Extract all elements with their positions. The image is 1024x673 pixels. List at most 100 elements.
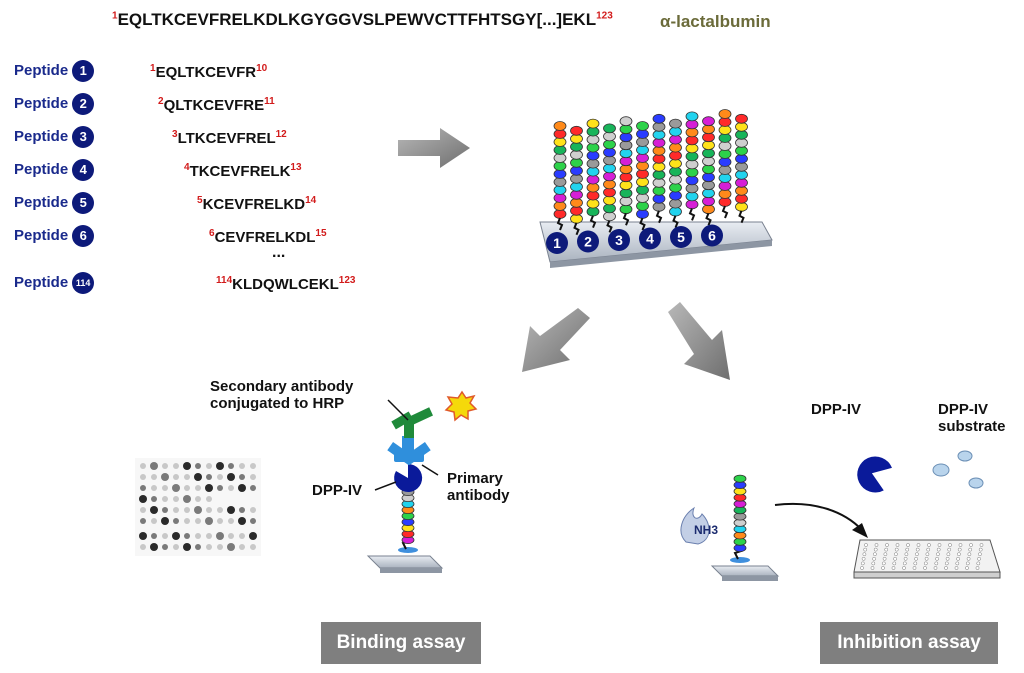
arrow-down-right-icon: [668, 302, 730, 380]
peptide-end-residue: 123: [338, 275, 356, 286]
peptide-word: Peptide: [14, 94, 69, 112]
peptide-sequence-text: KLDQWLCEKL: [232, 276, 339, 293]
array-columns: [553, 109, 748, 236]
peptide-column: [636, 121, 649, 231]
peptide-sequence-text: QLTKCEVFRE: [163, 97, 265, 114]
arrow-down-left-icon: [522, 308, 590, 372]
array-spot-badge: [608, 229, 630, 251]
array-spot-badge: [577, 230, 599, 253]
substrate-droplets-icon: [932, 450, 984, 489]
sequence-end: 123: [596, 10, 613, 22]
substrate-caption-line2: substrate: [938, 418, 1006, 435]
dppiv-binding-icon: [394, 463, 423, 492]
inhibition-assay-label: Inhibition assay: [820, 622, 998, 664]
peptide-number-badge: 3: [72, 126, 95, 148]
primary-caption-line1: Primary: [447, 470, 503, 487]
peptide-sequence-2: 2QLTKCEVFRE11: [158, 96, 275, 114]
peptide-start-residue: 6: [209, 228, 215, 239]
peptide-word: Peptide: [14, 160, 69, 178]
peptide-sequence-text: LTKCEVFREL: [177, 130, 276, 147]
array-spot-badge: [701, 224, 723, 247]
nh3-release-icon: [680, 506, 710, 545]
array-spot-badge: [546, 232, 568, 254]
substrate-caption-line1: DPP-IV: [938, 401, 989, 418]
peptide-sequence-4: 4TKCEVFRELK13: [184, 162, 302, 180]
peptide-ellipsis: ...: [272, 244, 286, 261]
peptide-start-residue: 2: [158, 96, 164, 107]
peptide-number-badge: 4: [72, 159, 95, 181]
array-spot-number: 5: [677, 229, 685, 245]
array-spot-badge: [639, 227, 661, 250]
primary-antibody-caption: Primary antibody: [447, 470, 510, 504]
array-spot-number: 6: [708, 228, 716, 244]
peptide-word: Peptide: [14, 127, 69, 145]
peptide-column: [570, 125, 583, 236]
peptide-start-residue: 4: [184, 162, 190, 173]
peptide-column: [553, 121, 567, 231]
full-sequence: 1EQLTKCEVFRELKDLKGYGGVSLPEWVCTTFHTSGY[..…: [112, 10, 613, 30]
peptide-sequence-3: 3LTKCEVFREL12: [172, 129, 287, 147]
peptide-column: [735, 113, 748, 224]
peptide-end-residue: 14: [305, 195, 317, 206]
array-spot-number: 2: [584, 234, 592, 250]
peptide-start-residue: 5: [197, 195, 203, 206]
peptide-sequence-text: EQLTKCEVFR: [155, 64, 257, 81]
dppiv-binding-label: DPP-IV: [312, 482, 363, 499]
nh3-label: NH3: [694, 523, 719, 537]
peptide-number-badge: 1: [72, 60, 95, 82]
blot-image: [135, 458, 261, 556]
array-spot-badge: [670, 226, 692, 248]
sequence-start: 1: [112, 10, 118, 22]
hrp-icon: [444, 390, 478, 422]
peptide-column: [603, 123, 616, 233]
dppiv-enzyme-icon: [857, 456, 892, 493]
curved-arrow-icon: [774, 502, 863, 531]
peptide-word: Peptide: [14, 226, 69, 244]
peptide-sequence-1: 1EQLTKCEVFR10: [150, 63, 267, 81]
peptide-number-badge: 114: [72, 272, 95, 294]
dppiv-inhibition-label: DPP-IV: [811, 401, 862, 418]
peptide-start-residue: 1: [150, 63, 156, 74]
peptide-start-residue: 3: [172, 129, 178, 140]
protein-name: α-lactalbumin: [660, 12, 771, 31]
array-spot-number: 1: [553, 235, 561, 251]
peptide-start-residue: 114: [216, 275, 233, 286]
peptide-column: [619, 116, 633, 226]
peptide-number-badge: 6: [72, 225, 95, 247]
peptide-number-badge: 2: [72, 93, 95, 115]
peptide-sequence-text: TKCEVFRELK: [189, 163, 291, 180]
arrow-right-icon: [398, 128, 470, 168]
inhibition-assay-construct: [680, 450, 1001, 581]
peptide-column: [669, 118, 682, 228]
peptide-end-residue: 13: [290, 162, 302, 173]
peptide-end-residue: 10: [256, 63, 268, 74]
peptide-column: [718, 109, 732, 219]
secondary-caption-line2: conjugated to HRP: [210, 395, 345, 412]
peptide-column: [702, 116, 715, 226]
peptide-sequence-114: 114KLDQWLCEKL123: [216, 275, 355, 293]
peptide-number-badge: 5: [72, 192, 95, 214]
peptide-word: Peptide: [14, 273, 69, 291]
peptide-sequence-5: 5KCEVFRELKD14: [197, 195, 316, 213]
peptide-end-residue: 12: [275, 129, 287, 140]
peptide-end-residue: 15: [315, 228, 327, 239]
secondary-antibody-icon: [391, 407, 433, 438]
binding-assay-construct: [366, 390, 478, 573]
binding-assay-label: Binding assay: [321, 622, 481, 664]
peptide-word: Peptide: [14, 193, 69, 211]
secondary-caption-line1: Secondary antibody: [210, 378, 354, 395]
well-plate-icon: [853, 539, 1001, 579]
peptide-sequence-text: CEVFRELKDL: [214, 229, 316, 246]
peptide-column: [685, 111, 699, 221]
peptide-word: Peptide: [14, 61, 69, 79]
peptide-column: [586, 118, 600, 228]
primary-caption-line2: antibody: [447, 487, 510, 504]
